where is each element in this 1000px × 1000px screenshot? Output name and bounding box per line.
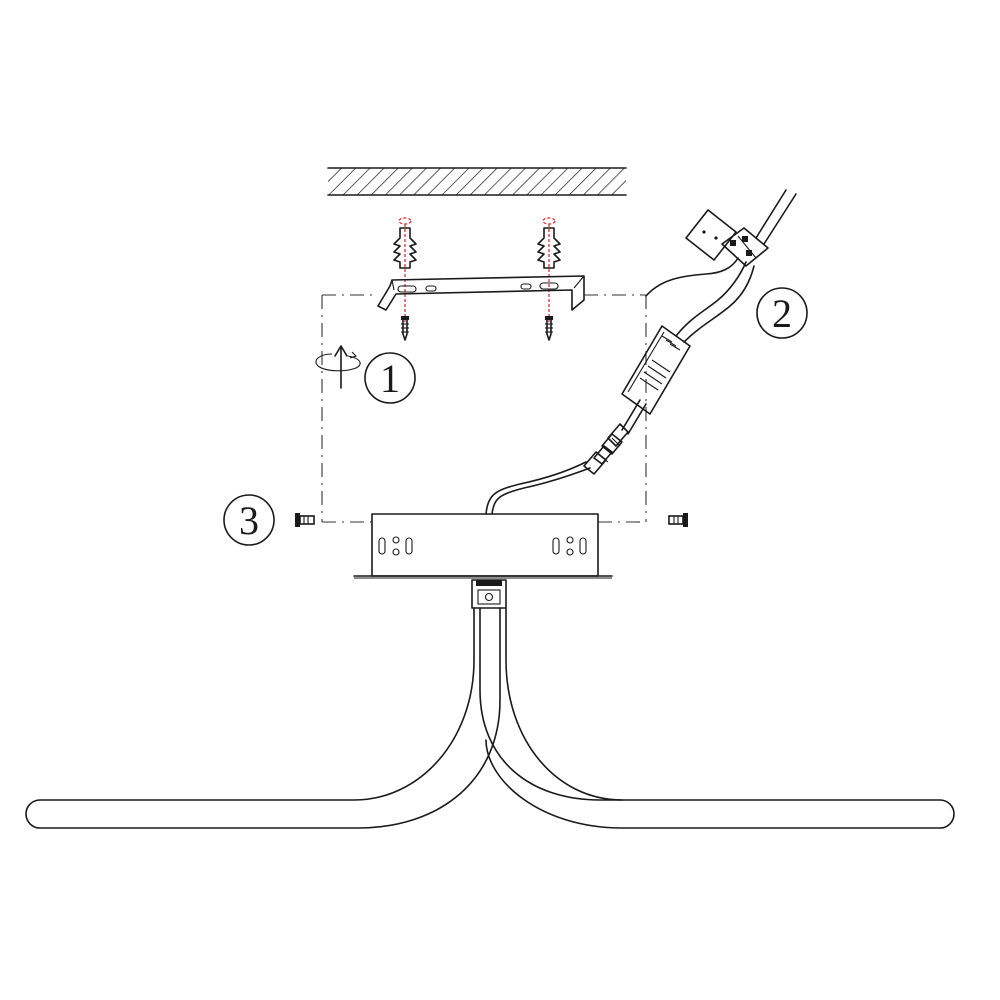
step-1-label: 1	[364, 352, 416, 404]
led-driver	[621, 325, 691, 415]
lamp-body	[25, 607, 955, 829]
side-screw-left	[295, 513, 315, 527]
step-2-label: 2	[756, 287, 808, 339]
step-3-number: 3	[239, 498, 259, 543]
side-screw-right	[668, 513, 688, 527]
connector-plug	[583, 423, 629, 475]
lamp-holder	[471, 579, 507, 609]
step-1-number: 1	[380, 356, 400, 401]
step-3-label: 3	[223, 494, 275, 546]
screw-left	[401, 316, 409, 341]
driver-cable	[485, 461, 587, 515]
canopy	[353, 513, 613, 579]
alignment-outline	[321, 294, 647, 523]
mounting-bracket	[377, 275, 585, 311]
terminal-block	[685, 209, 769, 267]
supply-cable	[755, 189, 787, 239]
mains-cable	[675, 261, 747, 337]
rotate-arrow-icon	[315, 345, 361, 389]
step-2-number: 2	[772, 291, 792, 336]
screw-right	[545, 316, 553, 341]
ceiling	[327, 167, 627, 196]
